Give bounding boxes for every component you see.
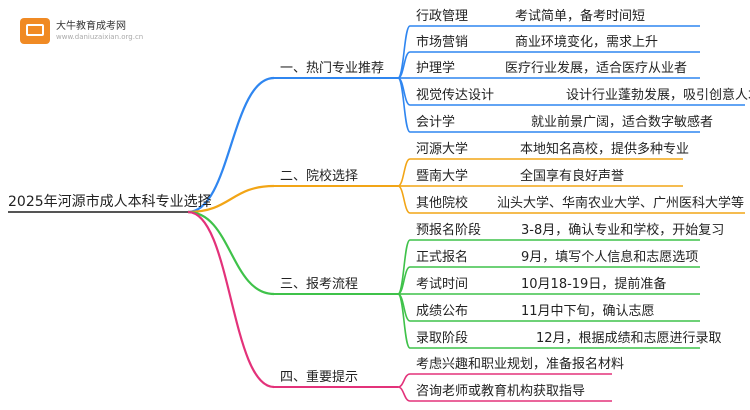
child-description: 设计行业蓬勃发展，吸引创意人才 bbox=[566, 87, 750, 103]
child-description: 3-8月，确认专业和学校，开始复习 bbox=[521, 222, 724, 238]
child-description: 汕头大学、华南农业大学、广州医科大学等 bbox=[497, 195, 744, 211]
brand-logo: 大牛教育成考网 www.daniuzaixian.org.cn bbox=[14, 14, 154, 48]
child-connector bbox=[397, 373, 411, 388]
child-description: 考试简单，备考时间短 bbox=[515, 8, 645, 24]
book-icon bbox=[20, 18, 50, 44]
mind-map-edges bbox=[187, 25, 411, 402]
child-description: 11月中下旬，确认志愿 bbox=[521, 304, 655, 319]
branch-connector bbox=[187, 76, 275, 214]
branch-topic: 四、重要提示 bbox=[280, 369, 358, 385]
branch-topic: 一、热门专业推荐 bbox=[280, 61, 384, 76]
child-description: 10月18-19日，提前准备 bbox=[521, 276, 666, 292]
child-topic: 咨询老师或教育机构获取指导 bbox=[416, 383, 585, 399]
child-description: 就业前景广阔，适合数字敏感者 bbox=[531, 114, 713, 130]
child-topic: 视觉传达设计 bbox=[416, 88, 494, 103]
child-description: 12月，根据成绩和志愿进行录取 bbox=[536, 331, 722, 346]
child-description: 本地知名高校，提供多种专业 bbox=[520, 141, 689, 157]
child-topic: 录取阶段 bbox=[416, 331, 468, 346]
child-topic: 市场营销 bbox=[416, 34, 468, 50]
child-description: 9月，填写个人信息和志愿选项 bbox=[521, 249, 698, 265]
branch-topic: 二、院校选择 bbox=[280, 168, 358, 184]
child-connector bbox=[397, 293, 411, 349]
child-description: 商业环境变化，需求上升 bbox=[515, 34, 658, 50]
child-connector bbox=[397, 386, 411, 402]
brand-name: 大牛教育成考网 bbox=[56, 21, 126, 32]
child-topic: 考虑兴趣和职业规划，准备报名材料 bbox=[416, 356, 624, 372]
child-topic: 预报名阶段 bbox=[416, 222, 481, 238]
child-description: 全国享有良好声誉 bbox=[520, 168, 624, 184]
branch-connector bbox=[187, 210, 275, 389]
child-connector bbox=[397, 158, 411, 187]
child-topic: 河源大学 bbox=[416, 141, 468, 157]
branch-topic: 三、报考流程 bbox=[280, 277, 358, 292]
child-description: 医疗行业发展，适合医疗从业者 bbox=[505, 60, 687, 76]
branch-connector bbox=[187, 210, 275, 296]
mind-map-nodes: 2025年河源市成人本科专业选择 一、热门专业推荐 行政管理 考试简单，备考时间短市场… bbox=[8, 8, 750, 402]
root-topic: 2025年河源市成人本科专业选择 bbox=[8, 193, 212, 210]
child-topic: 行政管理 bbox=[416, 9, 468, 24]
branch-connector bbox=[187, 184, 275, 214]
child-topic: 护理学 bbox=[416, 60, 455, 76]
brand-url: www.daniuzaixian.org.cn bbox=[56, 33, 144, 41]
child-topic: 其他院校 bbox=[416, 195, 468, 211]
child-topic: 暨南大学 bbox=[416, 168, 468, 184]
child-connector bbox=[397, 185, 411, 214]
child-connector bbox=[397, 77, 411, 133]
child-topic: 成绩公布 bbox=[416, 304, 468, 319]
child-topic: 会计学 bbox=[416, 114, 455, 130]
child-topic: 正式报名 bbox=[416, 249, 468, 265]
child-topic: 考试时间 bbox=[416, 277, 468, 292]
